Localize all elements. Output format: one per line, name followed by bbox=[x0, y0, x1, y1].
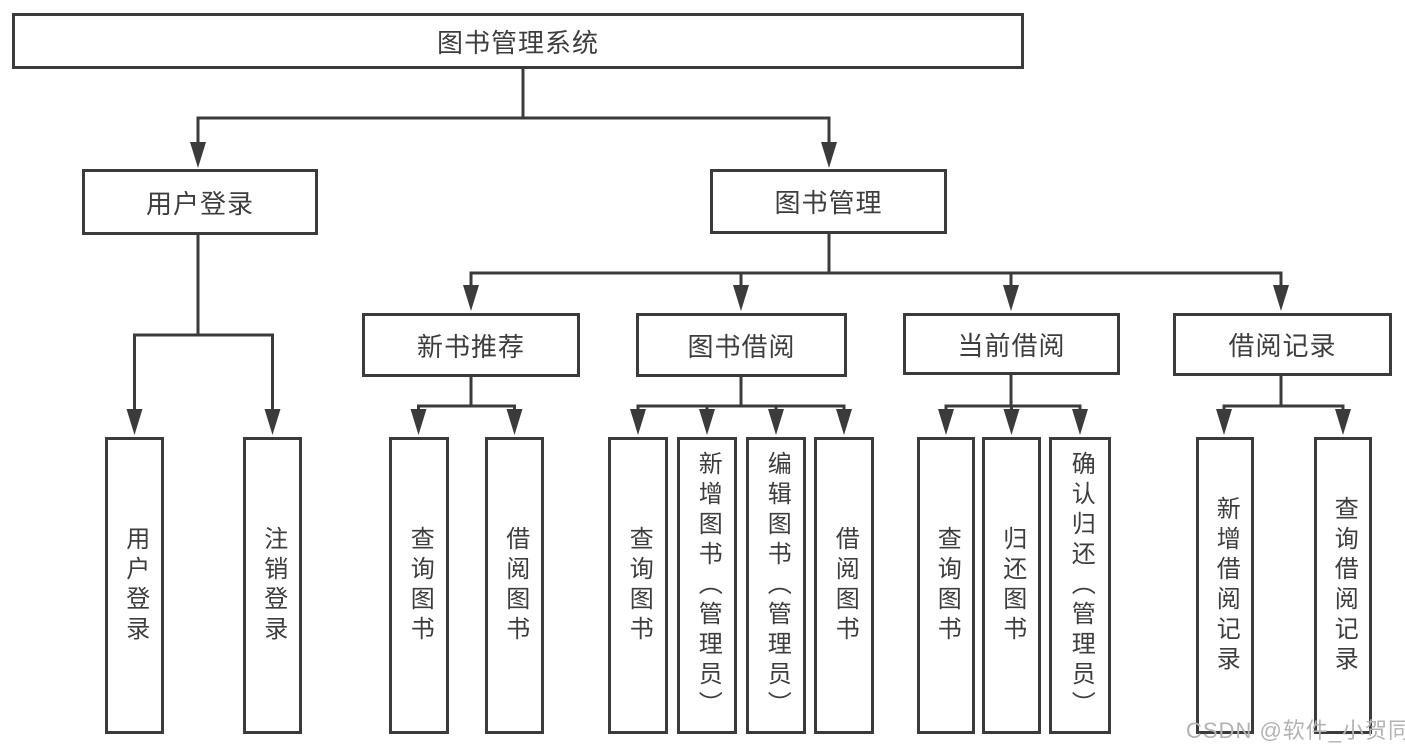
leaf-add-book-admin: 新增图书（管理员） bbox=[677, 437, 737, 734]
node-current-borrow: 当前借阅 bbox=[903, 313, 1120, 375]
arrowhead-icon bbox=[836, 409, 852, 435]
arrowhead-icon bbox=[463, 285, 479, 311]
connector-current-borrow-branch bbox=[938, 375, 1088, 435]
arrowhead-icon bbox=[264, 409, 281, 435]
leaf-query-books-current: 查询图书 bbox=[917, 437, 975, 734]
leaf-user-login: 用户登录 bbox=[105, 437, 164, 734]
connector-root-branch bbox=[190, 69, 837, 168]
leaf-return-book: 归还图书 bbox=[982, 437, 1041, 734]
node-book-management: 图书管理 bbox=[710, 169, 947, 234]
arrowhead-icon bbox=[190, 142, 206, 168]
arrowhead-icon bbox=[1072, 409, 1088, 435]
arrowhead-icon bbox=[733, 285, 749, 311]
leaf-logout: 注销登录 bbox=[243, 437, 302, 734]
node-borrow-records: 借阅记录 bbox=[1173, 313, 1392, 376]
leaf-query-books-recommend: 查询图书 bbox=[389, 437, 449, 734]
arrowhead-icon bbox=[630, 409, 646, 435]
connector-book-borrow-branch bbox=[630, 377, 852, 435]
node-root-system: 图书管理系统 bbox=[12, 13, 1024, 69]
arrowhead-icon bbox=[938, 409, 954, 435]
arrowhead-icon bbox=[126, 409, 143, 435]
leaf-edit-book-admin: 编辑图书（管理员） bbox=[746, 437, 806, 734]
arrowhead-icon bbox=[1216, 409, 1232, 435]
arrowhead-icon bbox=[699, 409, 715, 435]
arrowhead-icon bbox=[768, 409, 784, 435]
leaf-confirm-return-admin: 确认归还（管理员） bbox=[1049, 437, 1111, 734]
node-book-borrow: 图书借阅 bbox=[636, 313, 847, 377]
node-user-login: 用户登录 bbox=[82, 169, 318, 235]
leaf-borrow-books: 借阅图书 bbox=[814, 437, 874, 734]
arrowhead-icon bbox=[1003, 285, 1019, 311]
arrowhead-icon bbox=[1003, 409, 1020, 435]
arrowhead-icon bbox=[506, 409, 523, 435]
arrowhead-icon bbox=[410, 409, 427, 435]
arrowhead-icon bbox=[1273, 285, 1289, 311]
node-new-book-recommend: 新书推荐 bbox=[362, 313, 580, 377]
connector-book-management-branch bbox=[463, 234, 1289, 311]
connector-user-login-branch bbox=[126, 235, 281, 435]
connector-new-book-branch bbox=[410, 377, 523, 435]
arrowhead-icon bbox=[821, 142, 837, 168]
leaf-query-books-borrow: 查询图书 bbox=[608, 437, 668, 734]
connector-borrow-record-branch bbox=[1216, 376, 1351, 435]
csdn-watermark: CSDN @软件_小贺同学 bbox=[1186, 718, 1405, 743]
leaf-query-borrow-record: 查询借阅记录 bbox=[1314, 437, 1372, 734]
leaf-borrow-books-recommend: 借阅图书 bbox=[485, 437, 544, 734]
leaf-add-borrow-record: 新增借阅记录 bbox=[1196, 437, 1254, 734]
arrowhead-icon bbox=[1335, 409, 1351, 435]
